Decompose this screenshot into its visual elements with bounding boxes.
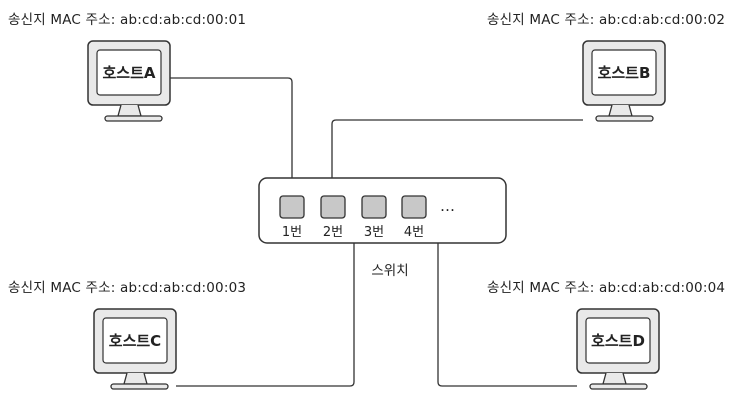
host-d-mac-address: 송신지 MAC 주소: ab:cd:ab:cd:00:04: [487, 280, 726, 296]
cable-host-a: [170, 77, 293, 196]
host-d-label: 호스트D: [591, 332, 645, 350]
switch-port-3: [361, 195, 387, 219]
host-c-monitor: 호스트C: [93, 308, 177, 390]
host-d-monitor: 호스트D: [576, 308, 660, 390]
cable-host-b: [331, 119, 583, 196]
host-b-label: 호스트B: [598, 64, 651, 82]
switch-port-2: [320, 195, 346, 219]
host-c-label: 호스트C: [109, 332, 161, 350]
host-b-monitor: 호스트B: [582, 40, 666, 122]
port-4-label: 4번: [404, 225, 424, 240]
host-c-mac-address: 송신지 MAC 주소: ab:cd:ab:cd:00:03: [8, 280, 247, 296]
host-a-monitor: 호스트A: [87, 40, 171, 122]
host-b-mac-address: 송신지 MAC 주소: ab:cd:ab:cd:00:02: [487, 12, 726, 28]
more-ports-ellipsis: …: [440, 197, 455, 215]
switch-port-4: [401, 195, 427, 219]
port-2-label: 2번: [323, 225, 343, 240]
port-3-label: 3번: [364, 225, 384, 240]
port-1-label: 1번: [282, 225, 302, 240]
switch-box: … 1번 2번 3번 4번: [258, 177, 507, 244]
switch-label: 스위치: [371, 263, 408, 279]
host-a-label: 호스트A: [102, 64, 155, 82]
switch-port-1: [279, 195, 305, 219]
host-a-mac-address: 송신지 MAC 주소: ab:cd:ab:cd:00:01: [8, 12, 247, 28]
